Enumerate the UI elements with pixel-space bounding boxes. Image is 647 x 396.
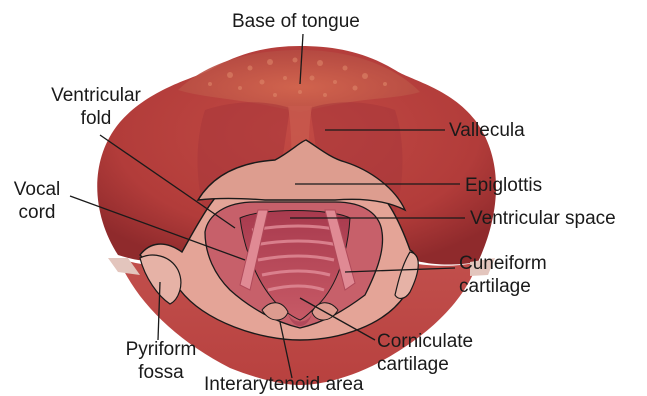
label-ventricular-fold-line1: Ventricular — [42, 84, 150, 107]
label-ventricular-space: Ventricular space — [470, 207, 616, 230]
label-corniculate-line2: cartilage — [377, 353, 473, 376]
label-pyriform-fossa: Pyriform fossa — [118, 338, 204, 384]
label-ventricular-fold-line2: fold — [42, 107, 150, 130]
label-corniculate-line1: Corniculate — [377, 330, 473, 353]
label-epiglottis: Epiglottis — [465, 174, 542, 197]
label-vallecula: Vallecula — [449, 119, 525, 142]
label-vocal-cord-line1: Vocal — [8, 178, 66, 201]
label-pyriform-line2: fossa — [118, 361, 204, 384]
label-ventricular-fold: Ventricular fold — [42, 84, 150, 130]
label-base-of-tongue: Base of tongue — [232, 10, 360, 33]
label-pyriform-line1: Pyriform — [118, 338, 204, 361]
label-cuneiform-line1: Cuneiform — [459, 252, 547, 275]
label-cuneiform-line2: cartilage — [459, 275, 547, 298]
label-vocal-cord: Vocal cord — [8, 178, 66, 224]
label-interarytenoid-area: Interarytenoid area — [204, 373, 364, 396]
label-cuneiform-cartilage: Cuneiform cartilage — [459, 252, 547, 298]
label-vocal-cord-line2: cord — [8, 201, 66, 224]
label-corniculate-cartilage: Corniculate cartilage — [377, 330, 473, 376]
